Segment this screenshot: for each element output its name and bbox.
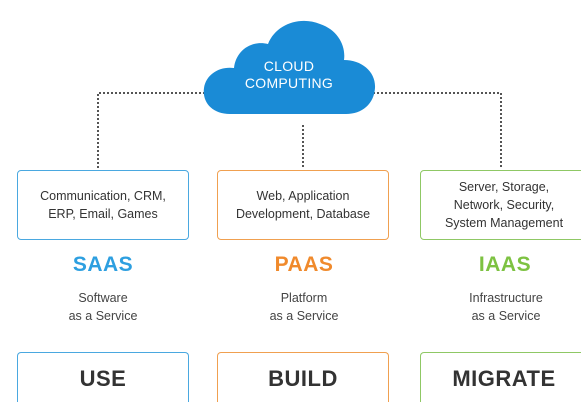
- saas-description-box: Communication, CRM, ERP, Email, Games: [17, 170, 189, 240]
- paas-description-line-1: Web, Application: [256, 189, 350, 203]
- paas-subtitle-line-2: as a Service: [269, 309, 339, 323]
- iaas-description-line-1: Server, Storage,: [458, 180, 550, 194]
- iaas-subtitle: Infrastructure as a Service: [421, 289, 581, 325]
- saas-subtitle-line-2: as a Service: [68, 309, 138, 323]
- iaas-description-line-2: Network, Security,: [453, 198, 555, 212]
- cloud-title-line-1: CLOUD: [263, 58, 315, 74]
- cloud-icon: [203, 20, 376, 114]
- paas-subtitle-line-1: Platform: [280, 291, 328, 305]
- cloud-computing-node: CLOUD COMPUTING: [200, 16, 378, 116]
- iaas-description-line-3: System Management: [444, 216, 564, 230]
- saas-subtitle-line-1: Software: [78, 291, 128, 305]
- saas-description-line-2: ERP, Email, Games: [48, 207, 158, 221]
- cloud-title: CLOUD COMPUTING: [200, 58, 378, 92]
- paas-label: PAAS: [274, 253, 334, 276]
- paas-subtitle: Platform as a Service: [219, 289, 389, 325]
- paas-description-line-2: Development, Database: [235, 207, 371, 221]
- saas-action-box: USE: [17, 352, 189, 402]
- iaas-description-box: Server, Storage, Network, Security, Syst…: [420, 170, 581, 240]
- iaas-subtitle-line-2: as a Service: [471, 309, 541, 323]
- iaas-subtitle-line-1: Infrastructure: [469, 291, 543, 305]
- paas-action-box: BUILD: [217, 352, 389, 402]
- connector-saas: [97, 92, 212, 168]
- saas-description-line-1: Communication, CRM,: [40, 189, 166, 203]
- cloud-title-line-2: COMPUTING: [244, 75, 334, 91]
- saas-subtitle: Software as a Service: [18, 289, 188, 325]
- saas-label: SAAS: [72, 253, 134, 276]
- paas-description-box: Web, Application Development, Database: [217, 170, 389, 240]
- iaas-action-box: MIGRATE: [420, 352, 581, 402]
- iaas-label: IAAS: [478, 253, 532, 276]
- connector-iaas: [365, 92, 502, 168]
